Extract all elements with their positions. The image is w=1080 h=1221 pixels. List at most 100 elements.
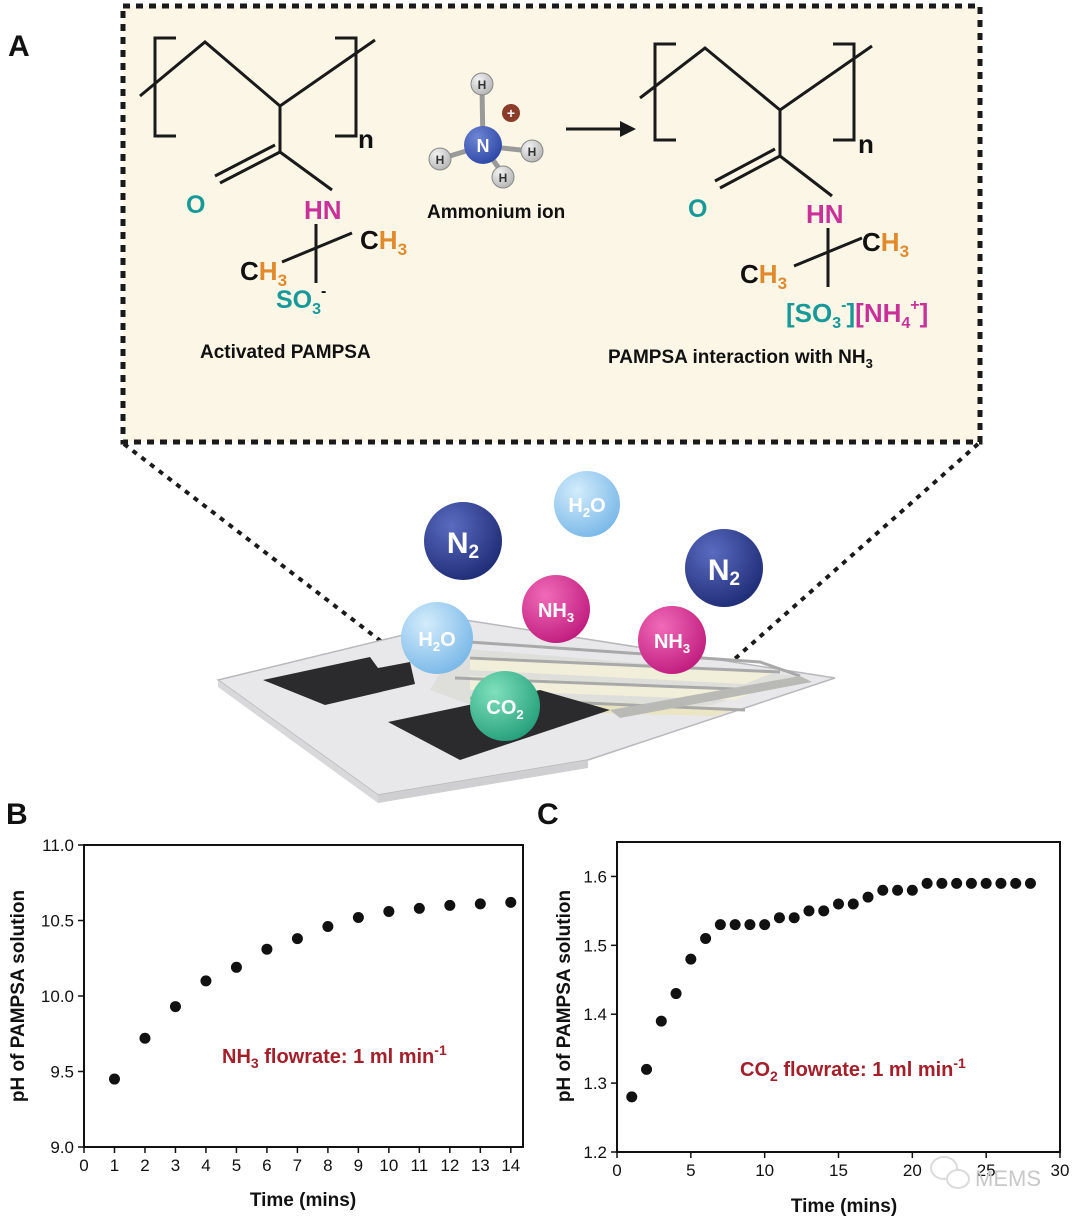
chart-b-flowrate-annotation: NH3 flowrate: 1 ml min-1 bbox=[222, 1042, 447, 1071]
data-point bbox=[352, 911, 364, 923]
carbonyl-oxygen-left: O bbox=[186, 191, 205, 219]
svg-text:H: H bbox=[528, 145, 537, 159]
svg-text:+: + bbox=[507, 105, 515, 121]
co2-molecule: CO2 bbox=[470, 671, 540, 741]
ammonium-ion-model: H H H H N + bbox=[428, 72, 544, 189]
data-point bbox=[936, 877, 948, 889]
data-point bbox=[788, 912, 800, 924]
reaction-scheme-box bbox=[120, 3, 983, 445]
data-point bbox=[951, 877, 963, 889]
svg-text:H: H bbox=[499, 171, 508, 185]
amide-hn-right: HN bbox=[806, 199, 844, 229]
repeat-unit-n-right: n bbox=[858, 129, 874, 159]
data-point bbox=[230, 961, 242, 973]
svg-text:H2O: H2O bbox=[418, 629, 455, 654]
data-point bbox=[892, 884, 904, 896]
n2-molecule: N2 bbox=[424, 502, 502, 580]
data-point bbox=[965, 877, 977, 889]
data-point bbox=[322, 921, 334, 933]
x-tick-label: 2 bbox=[140, 1156, 149, 1175]
svg-text:H: H bbox=[478, 78, 487, 92]
x-tick-label: 0 bbox=[79, 1156, 88, 1175]
y-tick-label: 10.5 bbox=[41, 912, 74, 931]
data-point bbox=[108, 1073, 120, 1085]
x-tick-label: 9 bbox=[354, 1156, 363, 1175]
y-tick-label: 1.6 bbox=[583, 867, 607, 886]
svg-text:NH3: NH3 bbox=[654, 631, 690, 656]
data-point bbox=[714, 919, 726, 931]
chart-b-x-axis-label: Time (mins) bbox=[250, 1190, 356, 1211]
y-tick-label: 11.0 bbox=[42, 836, 74, 855]
data-point bbox=[444, 899, 456, 911]
data-point bbox=[670, 988, 682, 1000]
zoom-lines bbox=[122, 442, 980, 734]
data-point bbox=[995, 877, 1007, 889]
data-point bbox=[921, 877, 933, 889]
watermark-text: MEMS bbox=[975, 1166, 1041, 1191]
chart-c-co2-ph: pH of PAMPSA solution Time (mins) CO2 fl… bbox=[554, 841, 1070, 1217]
pampsa-nh3-caption: PAMPSA interaction with NH3 bbox=[608, 347, 873, 371]
x-tick-label: 15 bbox=[829, 1161, 848, 1180]
x-tick-label: 5 bbox=[232, 1156, 241, 1175]
x-tick-label: 13 bbox=[471, 1156, 490, 1175]
data-point bbox=[877, 884, 889, 896]
data-point bbox=[261, 943, 273, 955]
data-point bbox=[759, 919, 771, 931]
x-tick-label: 0 bbox=[612, 1161, 621, 1180]
chart-b-y-axis-label: pH of PAMPSA solution bbox=[8, 890, 29, 1102]
methyl-right-right: CH3 bbox=[862, 227, 909, 261]
x-tick-label: 14 bbox=[501, 1156, 520, 1175]
chart-b-plot-frame bbox=[83, 844, 524, 1148]
x-tick-label: 10 bbox=[755, 1161, 774, 1180]
svg-text:CO2: CO2 bbox=[486, 697, 523, 722]
h2o-molecule: H2O bbox=[401, 602, 473, 674]
svg-text:NH3: NH3 bbox=[538, 600, 574, 625]
repeat-unit-n-left: n bbox=[358, 124, 374, 154]
x-tick-label: 5 bbox=[686, 1161, 695, 1180]
data-point bbox=[700, 932, 712, 944]
x-tick-label: 30 bbox=[1051, 1161, 1070, 1180]
amide-hn-left: HN bbox=[304, 195, 342, 225]
data-point bbox=[413, 902, 425, 914]
y-tick-label: 1.3 bbox=[583, 1074, 607, 1093]
x-tick-label: 25 bbox=[977, 1161, 996, 1180]
sulfonate-left: SO3- bbox=[276, 283, 326, 318]
svg-text:N: N bbox=[477, 136, 490, 156]
y-tick-label: 9.0 bbox=[50, 1138, 74, 1157]
y-tick-label: 9.5 bbox=[50, 1063, 74, 1082]
data-point bbox=[505, 896, 517, 908]
activated-pampsa-structure bbox=[139, 36, 376, 283]
data-point bbox=[744, 919, 756, 931]
chart-c-flowrate-annotation: CO2 flowrate: 1 ml min-1 bbox=[740, 1055, 966, 1084]
panel-label-c: C bbox=[537, 798, 559, 831]
svg-text:H: H bbox=[436, 153, 445, 167]
pampsa-nh3-structure bbox=[639, 42, 873, 287]
data-point bbox=[847, 898, 859, 910]
x-tick-label: 20 bbox=[903, 1161, 922, 1180]
data-point bbox=[833, 898, 844, 910]
x-tick-label: 7 bbox=[293, 1156, 302, 1175]
panel-label-a: A bbox=[8, 30, 30, 63]
svg-text:N2: N2 bbox=[708, 554, 740, 590]
reaction-arrow bbox=[566, 121, 636, 137]
y-tick-label: 10.0 bbox=[41, 987, 74, 1006]
wechat-icon bbox=[930, 1156, 970, 1189]
y-tick-label: 1.5 bbox=[583, 936, 607, 955]
x-tick-label: 1 bbox=[110, 1156, 119, 1175]
watermark: MEMS bbox=[930, 1156, 1041, 1191]
data-point bbox=[729, 919, 741, 931]
sulfonate-ammonium-pair: [SO3-][NH4+] bbox=[786, 297, 928, 332]
h2o-molecule: H2O bbox=[554, 471, 620, 537]
data-point bbox=[641, 1063, 653, 1075]
data-point bbox=[773, 912, 785, 924]
data-point bbox=[803, 905, 815, 917]
methyl-left-left: CH3 bbox=[240, 256, 287, 290]
svg-text:N2: N2 bbox=[447, 527, 479, 563]
y-tick-label: 1.4 bbox=[583, 1005, 607, 1024]
methyl-right-left: CH3 bbox=[360, 225, 407, 259]
data-point bbox=[169, 1001, 181, 1013]
data-point bbox=[200, 975, 212, 987]
data-point bbox=[1024, 877, 1036, 889]
x-tick-label: 3 bbox=[171, 1156, 180, 1175]
